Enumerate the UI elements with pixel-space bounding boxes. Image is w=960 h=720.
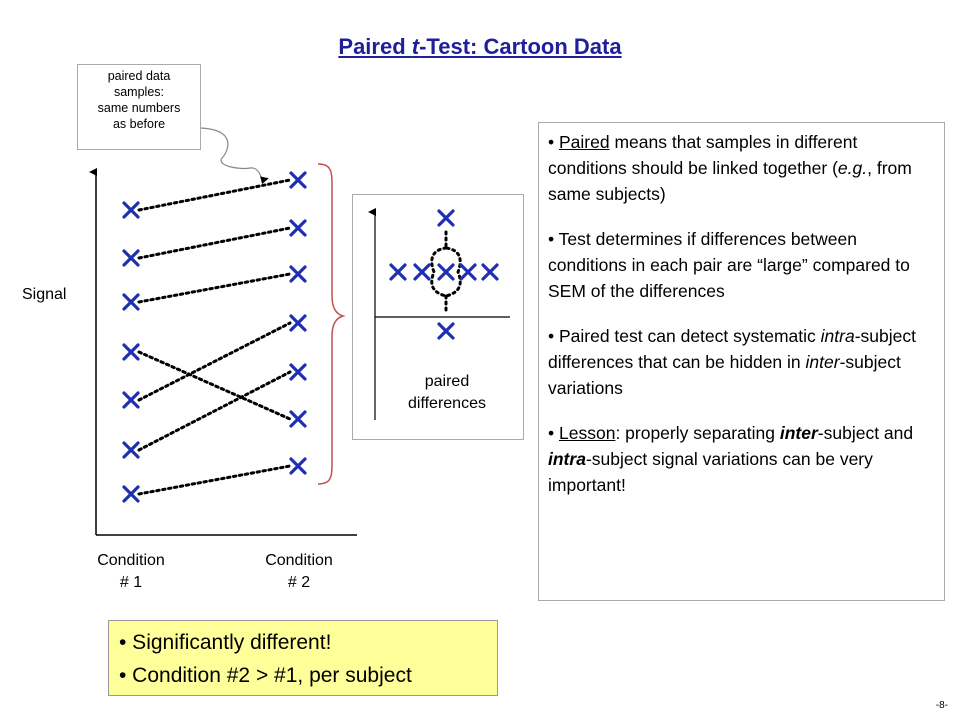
condition-2-point — [289, 410, 307, 428]
pair-link — [137, 226, 292, 260]
callout-line: same numbers — [97, 101, 181, 115]
difference-point — [481, 263, 499, 281]
callout-line: as before — [112, 117, 166, 131]
signal-axis-label: Signal — [22, 286, 67, 303]
summary-box: • Significantly different! • Condition #… — [108, 620, 498, 696]
callout-line: paired data — [107, 69, 171, 83]
condition-2-point — [289, 219, 307, 237]
group-brace — [317, 163, 346, 485]
condition-2-point — [289, 457, 307, 475]
callout-box: paired data samples: same numbers as bef… — [77, 64, 201, 150]
difference-point — [413, 263, 431, 281]
difference-point-low — [437, 322, 455, 340]
page-number: -8- — [935, 700, 948, 711]
pair-link — [137, 178, 292, 212]
bullet-test: • Test determines if differences between… — [548, 229, 910, 301]
pair-link — [137, 464, 292, 496]
condition-2-point — [289, 265, 307, 283]
condition-1-label: Condition# 1 — [97, 552, 165, 591]
condition-1-point — [122, 391, 140, 409]
bullet-paired: • Paired means that samples in different… — [548, 132, 912, 204]
difference-point — [459, 263, 477, 281]
pair-link — [137, 321, 292, 402]
condition-1-point — [122, 293, 140, 311]
condition-2-point — [289, 363, 307, 381]
difference-point-high — [437, 209, 455, 227]
bullet-systematic: • Paired test can detect systematic intr… — [548, 326, 916, 398]
pair-link — [137, 370, 292, 452]
callout-arrow — [200, 127, 269, 185]
callout-line: samples: — [113, 85, 165, 99]
pair-link — [137, 272, 292, 304]
difference-point — [389, 263, 407, 281]
condition-2-point — [289, 171, 307, 189]
condition-1-point — [122, 485, 140, 503]
condition-1-point — [122, 343, 140, 361]
condition-1-point — [122, 441, 140, 459]
diff-spread — [430, 230, 462, 314]
summary-line-2: • Condition #2 > #1, per subject — [119, 664, 412, 687]
condition-2-point — [289, 314, 307, 332]
condition-1-point — [122, 249, 140, 267]
pair-link — [137, 350, 292, 421]
summary-line-1: • Significantly different! — [119, 631, 332, 654]
condition-2-label: Condition# 2 — [265, 552, 333, 591]
bullet-lesson: • Lesson: properly separating inter-subj… — [548, 423, 914, 495]
condition-1-point — [122, 201, 140, 219]
page-title: Paired t-Test: Cartoon Data — [338, 34, 622, 59]
explanation-box: • Paired means that samples in different… — [538, 122, 945, 601]
difference-point — [437, 263, 455, 281]
